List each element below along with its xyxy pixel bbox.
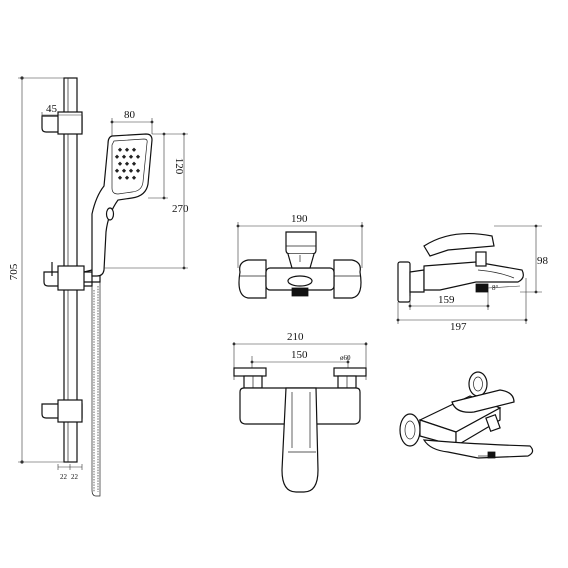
spacing-dimensions: 22 22 [57, 464, 83, 481]
handshower [91, 133, 153, 277]
head-width-dimension: 80 [110, 109, 154, 136]
rail-height-dimension: 705 [8, 76, 64, 464]
shower-hose [91, 282, 101, 497]
head-width-label: 80 [124, 109, 136, 121]
body-width-label: 210 [287, 331, 304, 343]
bracket-depth-label: 45 [46, 103, 58, 115]
side-height-label: 98 [537, 255, 549, 267]
spacing-right-label: 22 [71, 473, 79, 481]
handshower-length-label: 270 [172, 203, 189, 215]
head-height-label: 120 [173, 158, 185, 175]
mixer-3d-view [399, 371, 534, 459]
side-projection-label: 197 [450, 321, 467, 333]
mixer-front-view: 190 [236, 213, 364, 299]
spray-nozzles [114, 147, 141, 180]
handshower-height-dimensions: 120 270 [104, 132, 189, 270]
bottom-bracket [41, 399, 83, 423]
spout-angle-label: 8° [492, 284, 499, 292]
spacing-left-label: 22 [60, 473, 68, 481]
slider-holder [43, 262, 101, 291]
escutcheon-label: ø60 [340, 354, 351, 362]
mixer-side-view: 8° 98 159 197 [396, 224, 549, 333]
centers-label: 150 [291, 349, 308, 361]
top-bracket: 45 [41, 103, 83, 135]
front-width-label: 190 [291, 213, 308, 225]
side-spout-label: 159 [438, 294, 455, 306]
rail-height-label: 705 [8, 263, 20, 280]
mixer-body-front-view: 210 150 ø60 [232, 331, 368, 493]
